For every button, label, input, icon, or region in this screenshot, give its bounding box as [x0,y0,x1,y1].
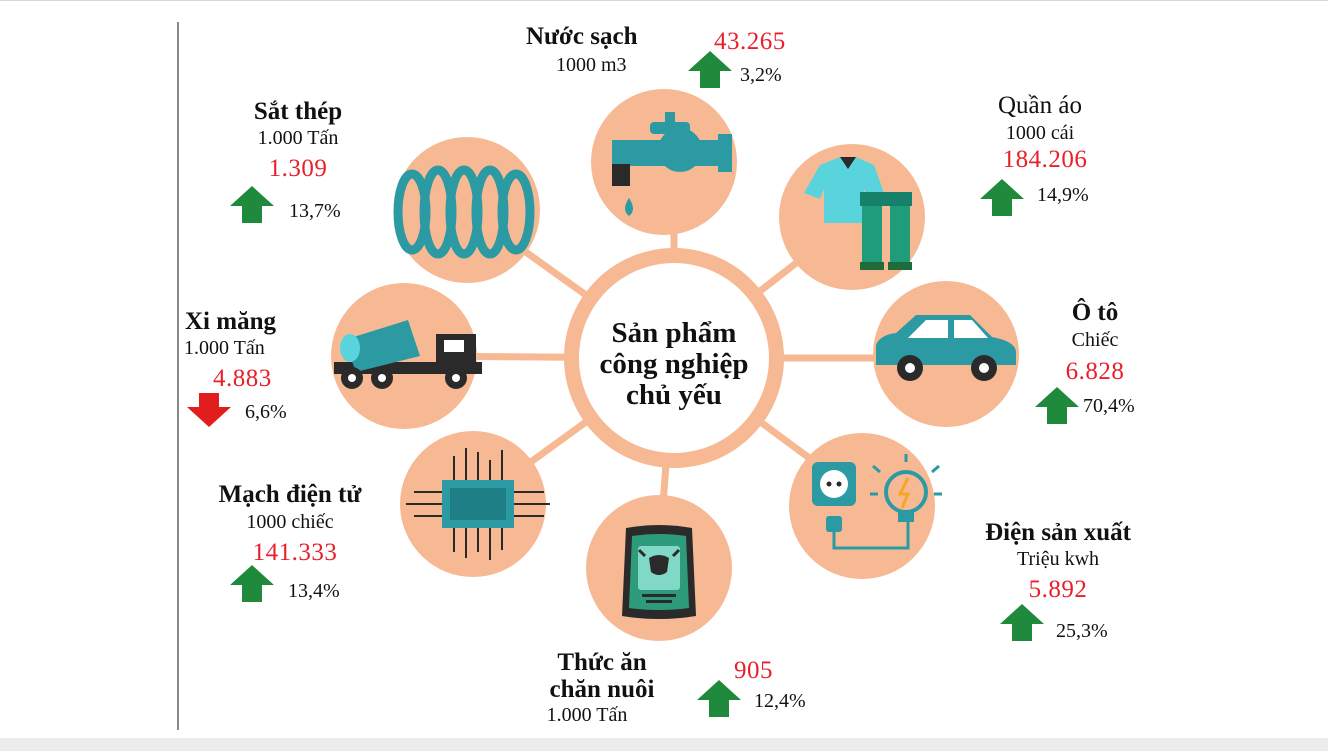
value-quan-ao: 184.206 [1002,146,1088,173]
unit-sat-thep: 1.000 Tấn [257,127,339,149]
up-arrow-icon-o-to [1035,387,1079,424]
center-hub [579,263,769,453]
change-sat-thep: 13,7% [289,200,341,222]
value-xi-mang: 4.883 [213,365,272,392]
unit-xi-mang: 1.000 Tấn [184,337,265,359]
up-arrow-icon-mach-dien-tu [230,565,274,602]
left-divider-line [177,22,179,730]
up-arrow-icon-sat-thep [230,186,274,223]
arrows [187,51,1079,717]
unit-mach-dien-tu: 1000 chiếc [246,511,334,533]
label-o-to: Ô tô [1071,299,1119,326]
up-arrow-icon-nuoc-sach [688,51,732,88]
up-arrow-icon-dien [1000,604,1044,641]
electricity-icon [812,454,942,550]
unit-thuc-an: 1.000 Tấn [546,704,628,726]
unit-dien: Triệu kwh [1016,548,1100,570]
faucet-icon [612,112,732,216]
change-quan-ao: 14,9% [1037,184,1089,206]
value-mach-dien-tu: 141.333 [252,539,338,566]
value-thuc-an: 905 [734,657,773,684]
steel-coil-icon [393,165,535,259]
up-arrow-icon-quan-ao [980,179,1024,216]
unit-o-to: Chiếc [1071,329,1119,351]
label-thuc-an-line1: Thức ăn [557,649,647,676]
concrete-mixer-icon [334,320,482,389]
center-title-line2: công nghiệp [599,348,749,380]
car-icon [876,315,1016,381]
label-quan-ao: Quần áo [998,92,1082,119]
center-title-line1: Sản phẩm [611,317,737,349]
change-mach-dien-tu: 13,4% [288,580,340,602]
center-title-line3: chủ yếu [626,379,722,411]
unit-nuoc-sach: 1000 m3 [556,54,627,76]
top-border [0,0,1328,1]
up-arrow-icon-thuc-an [697,680,741,717]
node-sat-thep [394,137,540,283]
change-nuoc-sach: 3,2% [740,64,782,86]
clothes-icon [804,157,912,270]
value-sat-thep: 1.309 [268,155,328,182]
value-dien: 5.892 [1028,576,1088,603]
label-sat-thep: Sắt thép [253,98,343,125]
circuit-chip-icon [406,448,550,560]
value-nuoc-sach: 43.265 [714,28,786,55]
bottom-band [0,738,1328,751]
label-dien: Điện sản xuất [985,519,1131,546]
label-xi-mang: Xi măng [185,308,276,335]
label-nuoc-sach: Nước sạch [526,23,638,50]
label-mach-dien-tu: Mạch điện tử [218,481,362,508]
node-dien [789,433,935,579]
down-arrow-icon-xi-mang [187,393,231,427]
change-dien: 25,3% [1056,620,1108,642]
unit-quan-ao: 1000 cái [1005,122,1075,144]
center-title: Sản phẩm công nghiệp chủ yếu [574,318,774,411]
feed-bag-icon [622,525,696,619]
label-thuc-an-line2: chăn nuôi [549,676,655,703]
change-thuc-an: 12,4% [754,690,806,712]
value-o-to: 6.828 [1065,358,1125,385]
change-o-to: 70,4% [1083,395,1135,417]
change-xi-mang: 6,6% [245,401,287,423]
